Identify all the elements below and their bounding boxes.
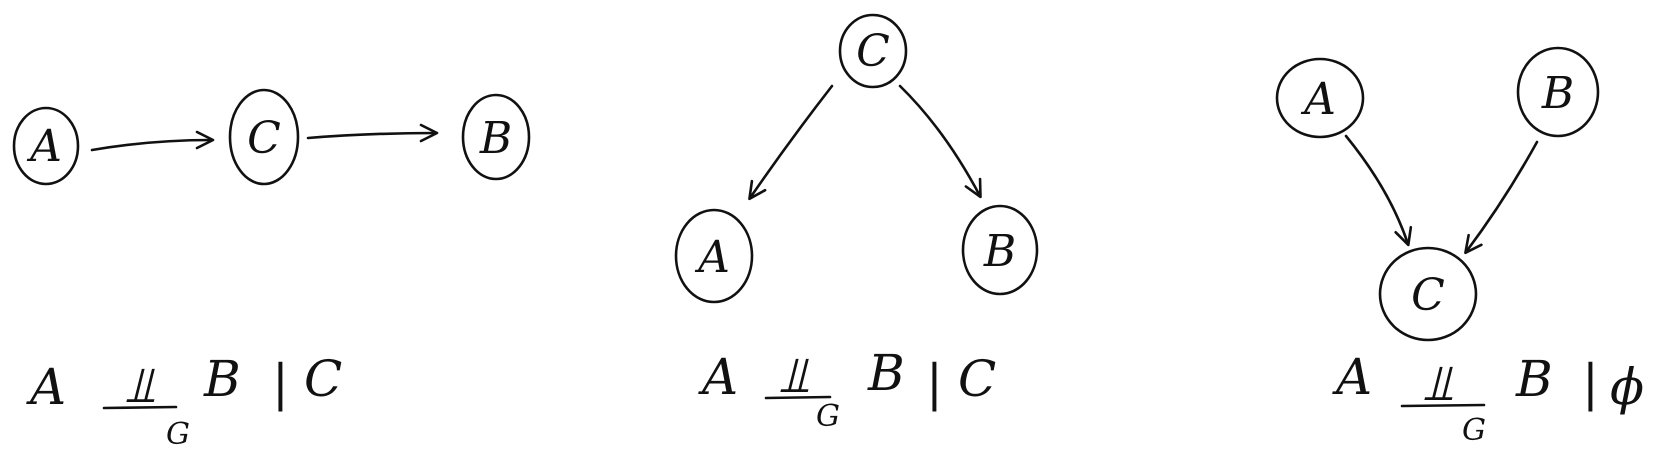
- given-bar: |: [1582, 354, 1599, 412]
- node-a: A: [674, 208, 754, 304]
- panel-chain: A C B A ⫫ G B | C: [12, 88, 531, 452]
- independence-symbol: ⫫: [1424, 354, 1453, 412]
- node-c: C: [1378, 246, 1478, 342]
- node-c-label: C: [1411, 270, 1445, 321]
- independence-symbol: ⫫: [126, 356, 155, 414]
- edge-b-to-c: [1464, 140, 1539, 255]
- statement-condition: ϕ: [1610, 358, 1644, 416]
- independence-statement-1: A ⫫ G B | C: [26, 350, 342, 452]
- statement-subscript: G: [166, 417, 190, 452]
- node-b-label: B: [479, 113, 512, 164]
- node-b: B: [461, 93, 531, 181]
- node-c-label: C: [247, 113, 281, 164]
- statement-lhs: A: [1332, 348, 1372, 406]
- statement-rhs: B: [203, 350, 241, 408]
- independence-statement-3: A ⫫ G B | ϕ: [1332, 348, 1644, 448]
- statement-condition: C: [958, 350, 996, 408]
- node-c: C: [838, 13, 908, 89]
- statement-rhs: B: [1515, 350, 1553, 408]
- statement-lhs: A: [698, 348, 738, 406]
- node-a: A: [12, 106, 80, 186]
- node-a: A: [1275, 57, 1365, 139]
- given-bar: |: [926, 354, 943, 412]
- statement-condition: C: [304, 350, 342, 408]
- node-b-label: B: [1541, 68, 1574, 119]
- panel-collider: A B C A ⫫ G B | ϕ: [1275, 46, 1644, 448]
- edge-c-to-a: [748, 84, 834, 201]
- statement-lhs: A: [26, 358, 66, 416]
- independence-underline: [764, 395, 832, 400]
- edge-c-to-b: [898, 84, 982, 199]
- panel-fork: C A B A ⫫ G B | C: [674, 13, 1039, 434]
- node-a-label: A: [26, 121, 62, 172]
- node-a-label: A: [1300, 74, 1336, 125]
- independence-statement-2: A ⫫ G B | C: [698, 344, 996, 434]
- independence-underline: [102, 405, 178, 410]
- statement-subscript: G: [816, 399, 840, 434]
- statement-subscript: G: [1462, 413, 1486, 448]
- edge-a-to-c: [90, 130, 215, 152]
- independence-symbol: ⫫: [780, 346, 809, 404]
- statement-rhs: B: [867, 344, 905, 402]
- node-c: C: [228, 88, 300, 186]
- node-a-label: A: [694, 232, 730, 283]
- independence-underline: [1400, 403, 1486, 408]
- edge-c-to-b: [306, 123, 439, 143]
- given-bar: |: [272, 354, 289, 412]
- node-b: B: [961, 204, 1039, 296]
- node-b-label: B: [983, 226, 1016, 277]
- node-c-label: C: [856, 26, 890, 77]
- edge-a-to-c: [1344, 134, 1413, 247]
- node-b: B: [1516, 46, 1600, 138]
